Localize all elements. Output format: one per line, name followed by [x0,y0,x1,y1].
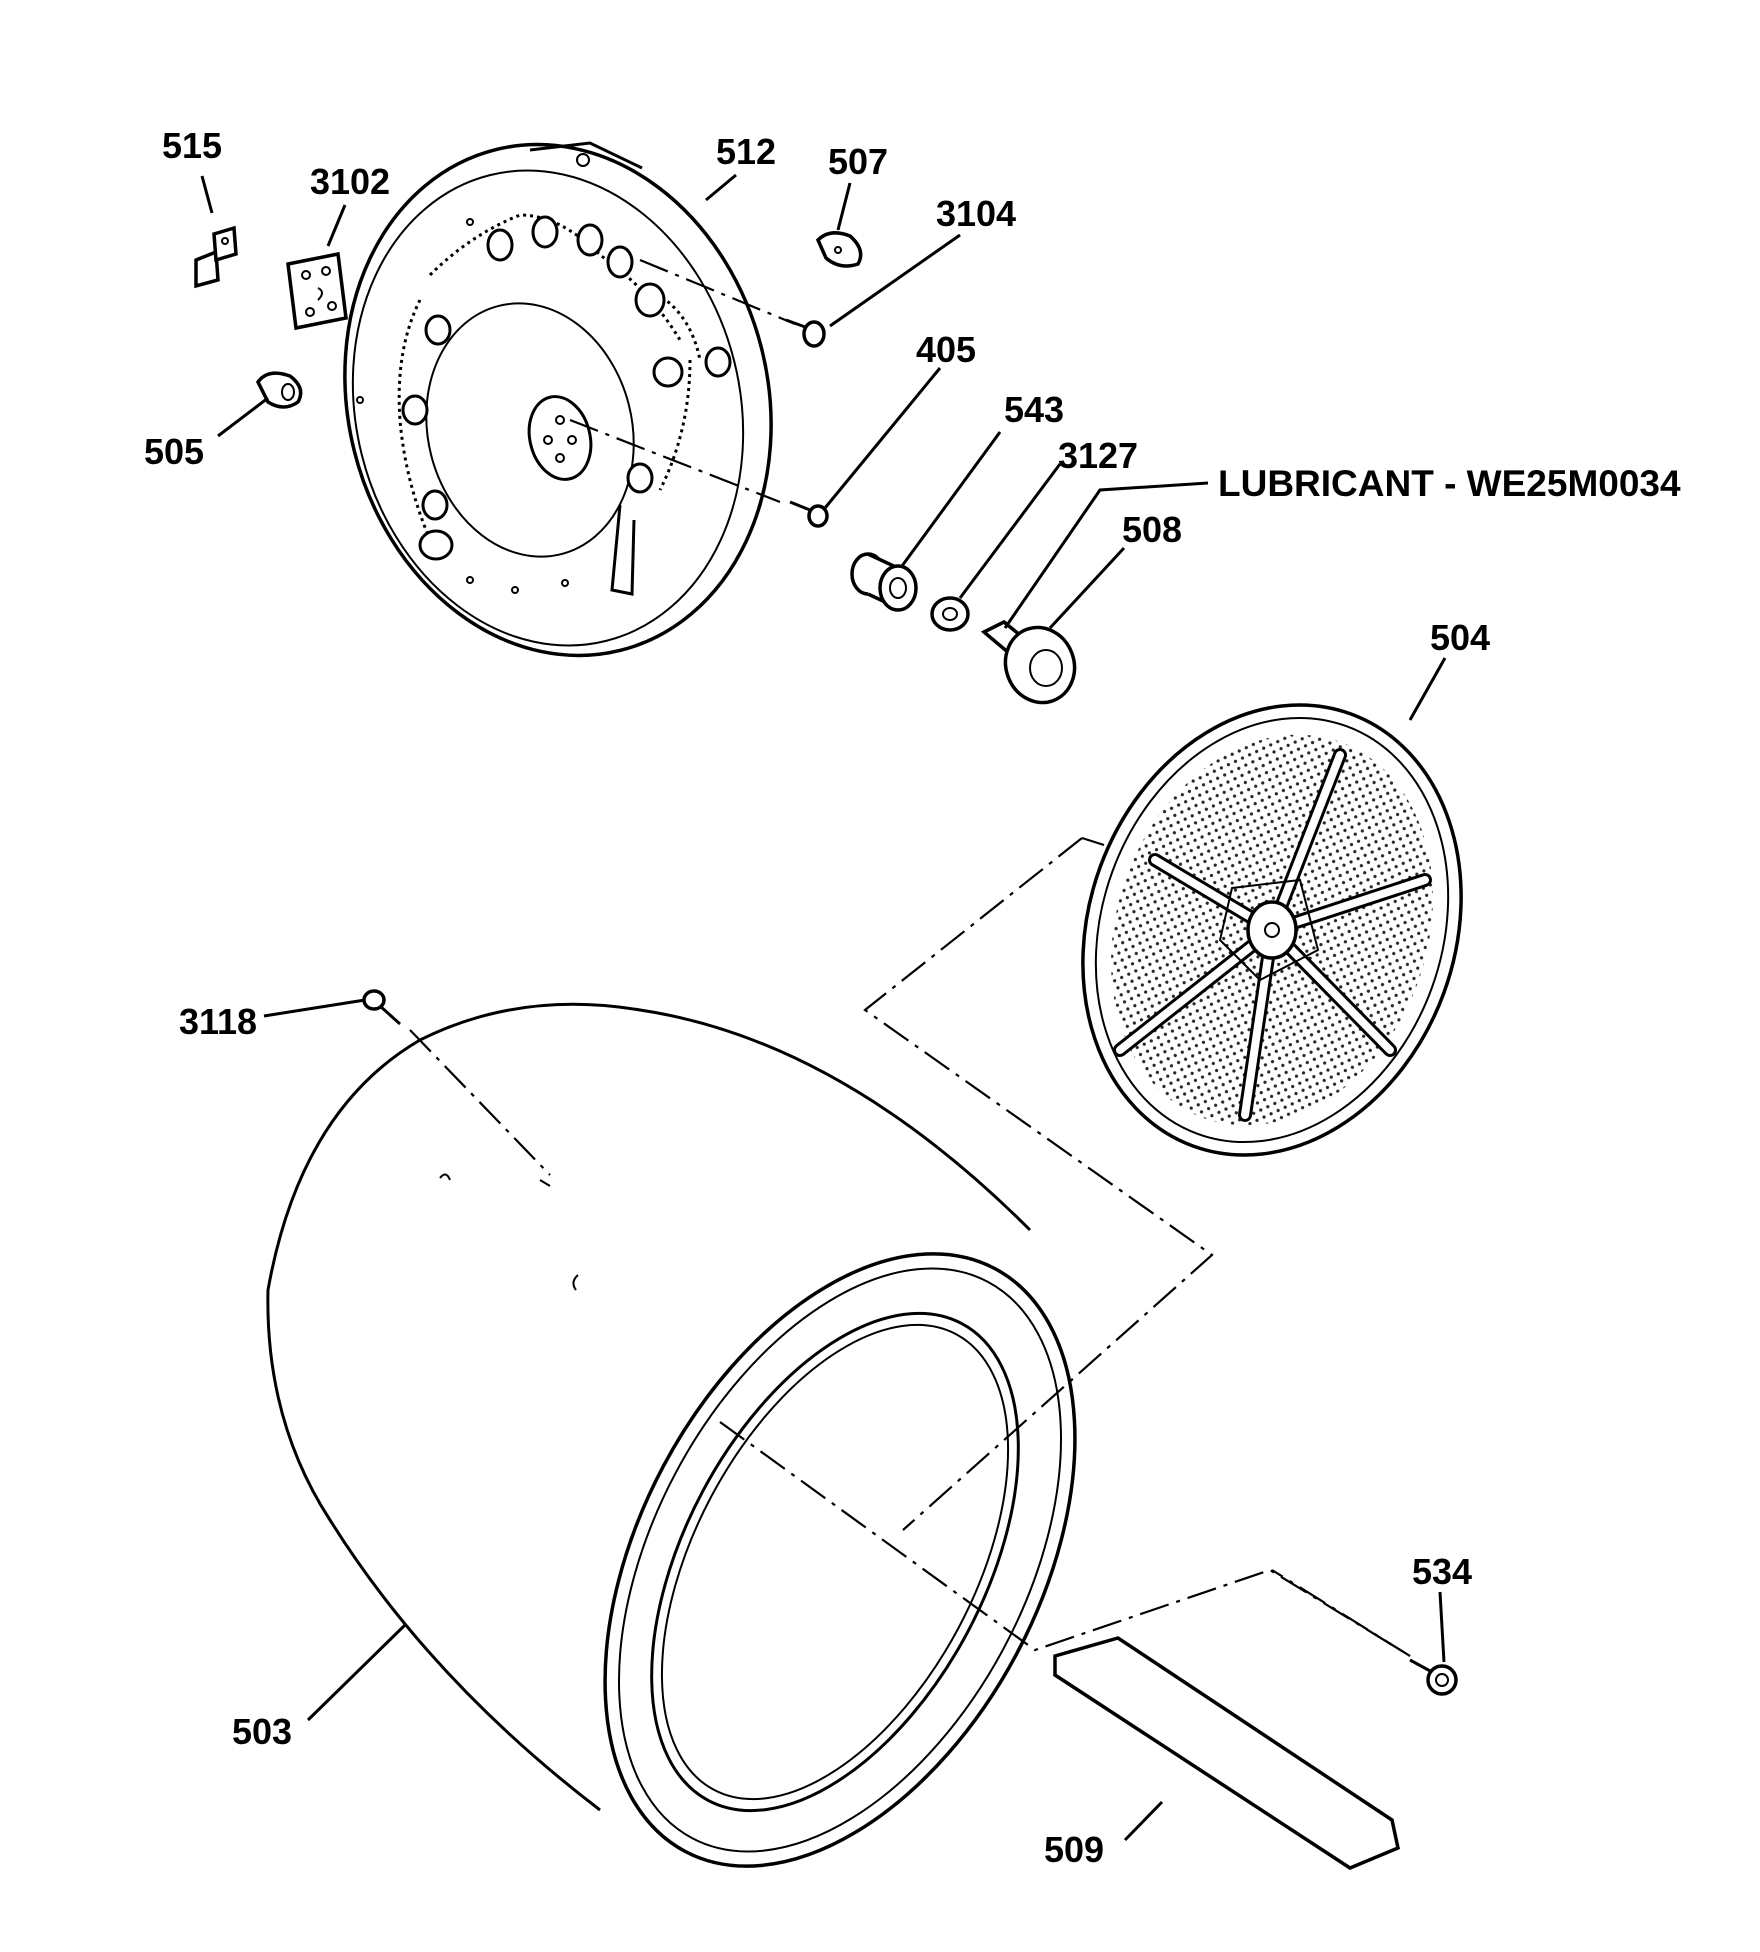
callout-3118: 3118 [179,1001,257,1042]
plate-3102-part [286,251,348,331]
shaft-508-part [980,619,1077,705]
washer-3127-part [930,596,970,632]
bearing-543-part [850,552,918,612]
callout-503: 503 [232,1711,292,1752]
callout-508: 508 [1122,509,1182,550]
assembly-lines [409,258,1411,1657]
callout-512: 512 [716,131,776,172]
callout-534: 534 [1412,1551,1472,1592]
drum-part [264,1002,1077,1868]
callout-507: 507 [828,141,888,182]
callout-3127: 3127 [1058,435,1138,476]
screw-405-part [789,500,829,528]
callout-405: 405 [916,329,976,370]
callout-504: 504 [1430,617,1490,658]
callout-509: 509 [1044,1829,1104,1870]
pad-507-part [815,231,863,268]
lubricant-note: LUBRICANT - WE25M0034 [1218,463,1681,504]
front-bulkhead-part [1081,703,1463,1157]
callout-543: 543 [1004,389,1064,430]
callout-515: 515 [162,125,222,166]
pad-505-part [255,371,303,409]
callout-3104: 3104 [936,193,1016,234]
bracket-515-part [194,225,238,289]
screw-3118-part [362,989,402,1026]
rear-bulkhead-part [343,141,773,658]
callout-505: 505 [144,431,204,472]
leader-lines [200,173,1447,1842]
screw-3104-part [785,318,826,348]
screw-534-part [1409,1658,1458,1696]
baffle-part [1053,1636,1401,1870]
callout-3102: 3102 [310,161,390,202]
